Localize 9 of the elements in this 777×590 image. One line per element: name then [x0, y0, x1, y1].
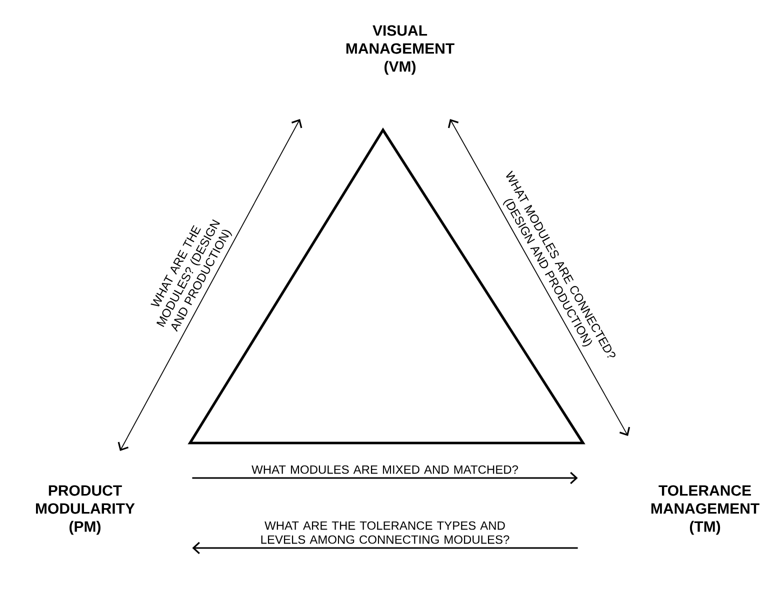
heading: PRODUCT MODULARITY (PM): [36, 485, 135, 535]
heading: VISUAL MANAGEMENT (VM): [346, 25, 454, 75]
edge-label: WHAT ARE THE TOLERANCE TYPES AND LEVELS AMONG CONNECTING MODULES?: [261, 521, 510, 544]
heading: TOLERANCE MANAGEMENT (TM): [651, 485, 760, 535]
arrow: [448, 119, 630, 436]
arrow: [192, 542, 578, 554]
edge-label: WHAT MODULES ARE MIXED AND MATCHED?: [252, 465, 518, 474]
arrow: [192, 472, 578, 484]
arrow: [118, 119, 302, 452]
